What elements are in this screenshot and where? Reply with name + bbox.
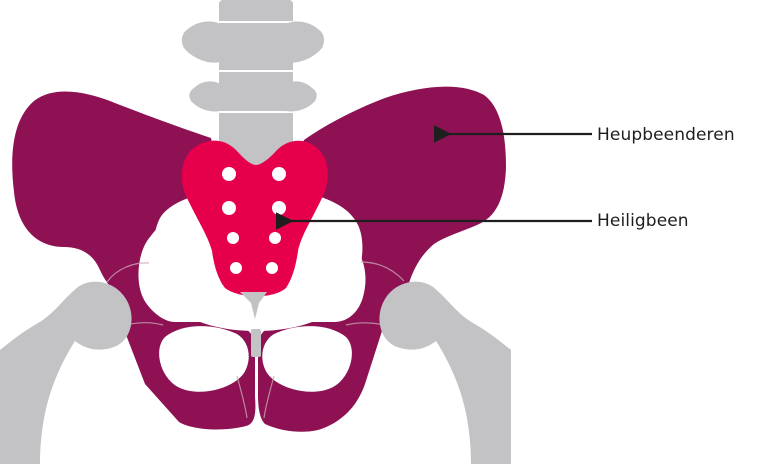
sacral-foramen-right-3 bbox=[269, 232, 281, 244]
left-femur bbox=[0, 282, 132, 464]
left-transverse-process-1 bbox=[182, 21, 220, 62]
vertebral-column bbox=[219, 0, 293, 170]
right-transverse-process-1 bbox=[286, 21, 324, 62]
hip-bones-label: Heupbeenderen bbox=[597, 127, 735, 144]
sacral-foramen-left-1 bbox=[222, 167, 236, 181]
sacrum-label: Heiligbeen bbox=[597, 213, 689, 230]
sacral-foramen-right-4 bbox=[266, 262, 278, 274]
sacral-foramen-left-3 bbox=[227, 232, 239, 244]
sacral-foramen-right-1 bbox=[272, 167, 286, 181]
pubic-symphysis bbox=[251, 329, 261, 357]
right-femur bbox=[379, 282, 511, 464]
sacral-foramen-right-2 bbox=[272, 201, 286, 215]
sacral-foramen-left-2 bbox=[222, 201, 236, 215]
right-transverse-process-2 bbox=[286, 81, 317, 111]
left-transverse-process-2 bbox=[189, 81, 220, 111]
sacral-foramen-left-4 bbox=[230, 262, 242, 274]
